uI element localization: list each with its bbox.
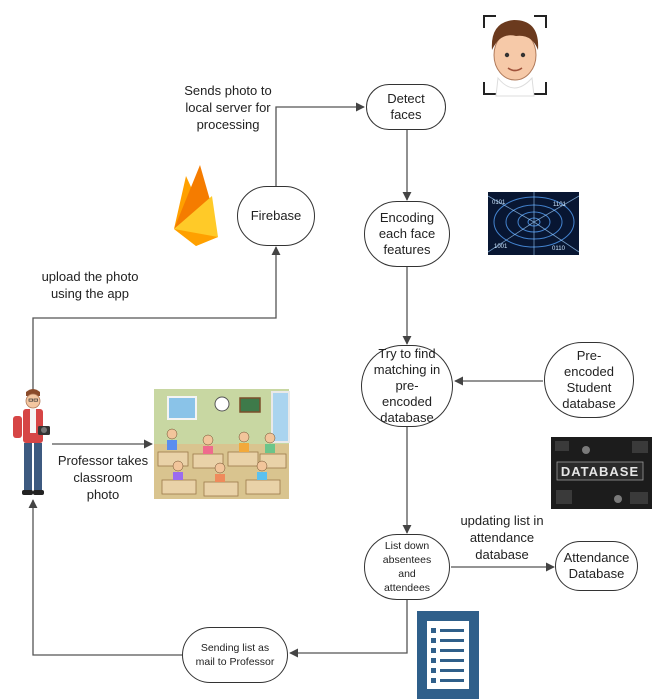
professor-with-camera-icon: [13, 389, 50, 495]
node-sending-list: Sending list as mail to Professor: [182, 627, 288, 683]
face-avatar-icon: [480, 12, 548, 97]
label-sends-photo: Sends photo to local server for processi…: [184, 83, 272, 132]
classroom-illustration: [154, 389, 290, 499]
edge-sending-to-professor: [28, 499, 182, 656]
svg-text:0101: 0101: [492, 200, 506, 206]
node-encoding: Encoding each face features: [364, 201, 450, 267]
binary-tunnel-icon: 0101 1101 1001 0110: [487, 192, 580, 255]
svg-text:1001: 1001: [494, 244, 508, 250]
node-firebase: Firebase: [237, 186, 315, 246]
node-pre-encoded: Pre-encoded Student database: [544, 342, 634, 418]
firebase-flame-icon: [174, 165, 218, 246]
svg-text:1101: 1101: [553, 202, 567, 208]
edge-professor-to-firebase: [32, 246, 281, 392]
node-list-down: List down absentees and attendees: [364, 534, 450, 600]
node-detect-faces: Detect faces: [366, 84, 446, 130]
edge-firebase-to-detect: [275, 102, 365, 186]
label-professor-takes: Professor takes classroom photo: [57, 453, 149, 502]
database-banner-text: DATABASE: [561, 464, 639, 479]
svg-text:0110: 0110: [552, 246, 566, 252]
edge-listdown-to-sending: [289, 600, 408, 658]
database-banner-icon: DATABASE: [551, 437, 652, 509]
label-upload-photo: upload the photo using the app: [41, 269, 139, 301]
node-matching: Try to find matching in pre-encoded data…: [361, 345, 453, 427]
label-updating-list: updating list in attendance database: [460, 513, 544, 562]
checklist-document-icon: [417, 611, 479, 699]
node-attendance-db: Attendance Database: [555, 541, 638, 591]
